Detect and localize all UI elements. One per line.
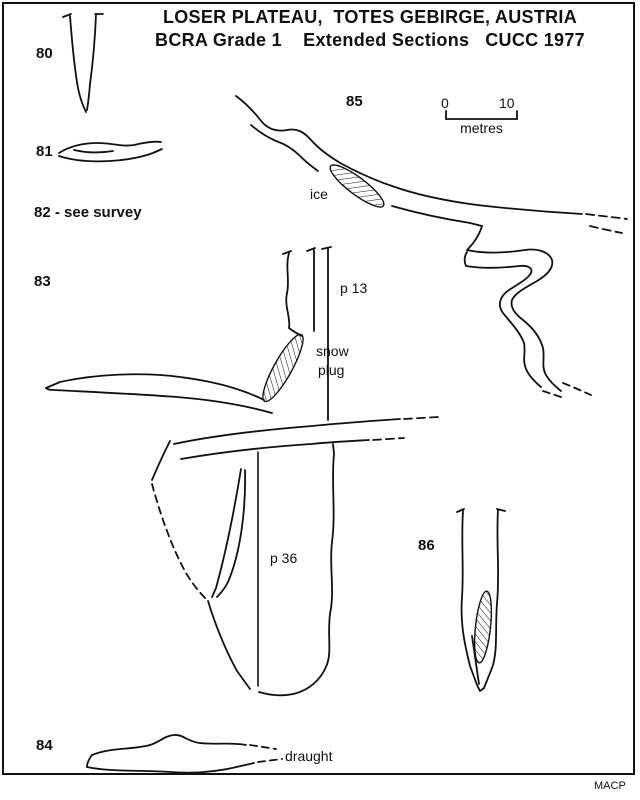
section-85-outline — [235, 95, 628, 398]
annotation-plug: plug — [318, 362, 345, 378]
scale-unit-label: metres — [460, 120, 503, 136]
scale-bar — [445, 110, 518, 120]
section-80-outline — [62, 13, 104, 113]
annotation-p13: p 13 — [340, 280, 368, 296]
section-label-83: 83 — [34, 273, 51, 290]
sheet-border — [2, 2, 635, 775]
section-label-81: 81 — [36, 143, 53, 160]
scale-zero-label: 0 — [441, 95, 449, 111]
title-line2: BCRA Grade 1 Extended Sections CUCC 1977 — [155, 30, 585, 50]
title-line1: LOSER PLATEAU, TOTES GEBIRGE, AUSTRIA — [162, 7, 578, 27]
ice-plug-hatch — [329, 164, 385, 208]
annotation-ice: ice — [310, 186, 328, 202]
section-label-82: 82 - see survey — [34, 204, 142, 221]
section-86-outline — [456, 508, 506, 692]
snow-plug-hatch — [262, 333, 304, 403]
annotation-snow: snow — [316, 343, 349, 359]
section-label-84: 84 — [36, 737, 53, 754]
scale-ten-label: 10 — [499, 95, 515, 111]
section-label-80: 80 — [36, 45, 53, 62]
section-84-outline — [86, 734, 283, 774]
annotation-draught: draught — [285, 748, 333, 764]
credit-macp: MACP — [594, 780, 626, 792]
section-label-85: 85 — [346, 93, 363, 110]
annotation-p36: p 36 — [270, 550, 298, 566]
section-86-plug-hatch — [473, 590, 493, 664]
section-81-outline — [58, 140, 163, 163]
section-label-86: 86 — [418, 537, 435, 554]
section-83-outline — [45, 246, 439, 697]
